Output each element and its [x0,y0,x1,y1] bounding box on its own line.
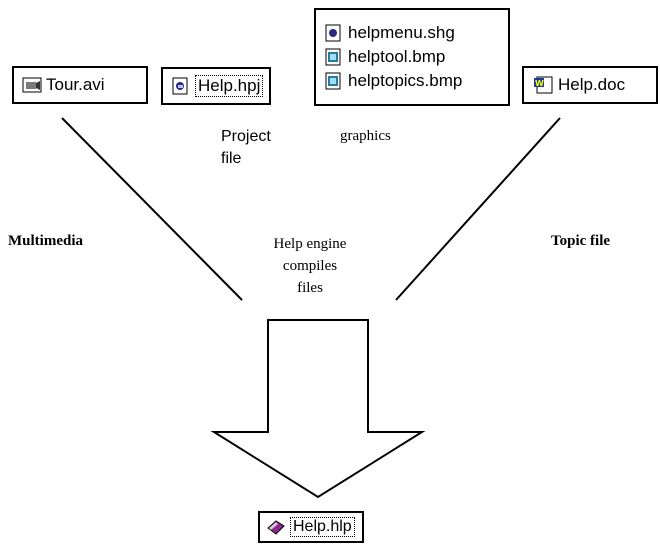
topic-file-name: Help.doc [558,75,626,94]
graphics-file-item: helpmenu.shg [324,21,455,45]
topic-connector-line [395,117,561,301]
compile-arrow [210,319,426,499]
graphics-files-box: helpmenu.shg helptool.bmp helptopics.b [314,8,510,106]
multimedia-file-name: Tour.avi [46,75,105,94]
graphics-label: graphics [340,128,391,144]
help-book-icon [266,518,286,536]
graphics-file-name: helpmenu.shg [348,23,455,42]
graphics-file-item: helptopics.bmp [324,69,462,93]
compiled-help-file-name: Help.hlp [290,517,355,537]
compiled-help-file-box: Help.hlp [258,511,364,543]
bitmap-file-icon [324,72,344,90]
help-engine-label: Help engine compiles files [273,236,347,296]
topic-file-box: W Help.doc [522,66,658,104]
graphics-file-item: helptool.bmp [324,45,445,69]
svg-text:W: W [535,79,544,88]
project-file-box: Help.hpj [161,67,271,105]
bitmap-file-icon [324,48,344,66]
video-file-icon [22,76,42,94]
multimedia-label: Multimedia [8,233,83,249]
project-file-name: Help.hpj [195,75,264,97]
project-file-label: Project file [221,128,271,167]
shg-file-icon [324,24,344,42]
multimedia-file-box: Tour.avi [12,66,148,104]
graphics-file-name: helptopics.bmp [348,71,463,90]
multimedia-connector-line [61,117,243,301]
graphics-file-name: helptool.bmp [348,47,446,66]
word-document-icon: W [534,76,554,94]
project-file-icon [171,77,191,95]
topic-file-label: Topic file [551,233,611,249]
